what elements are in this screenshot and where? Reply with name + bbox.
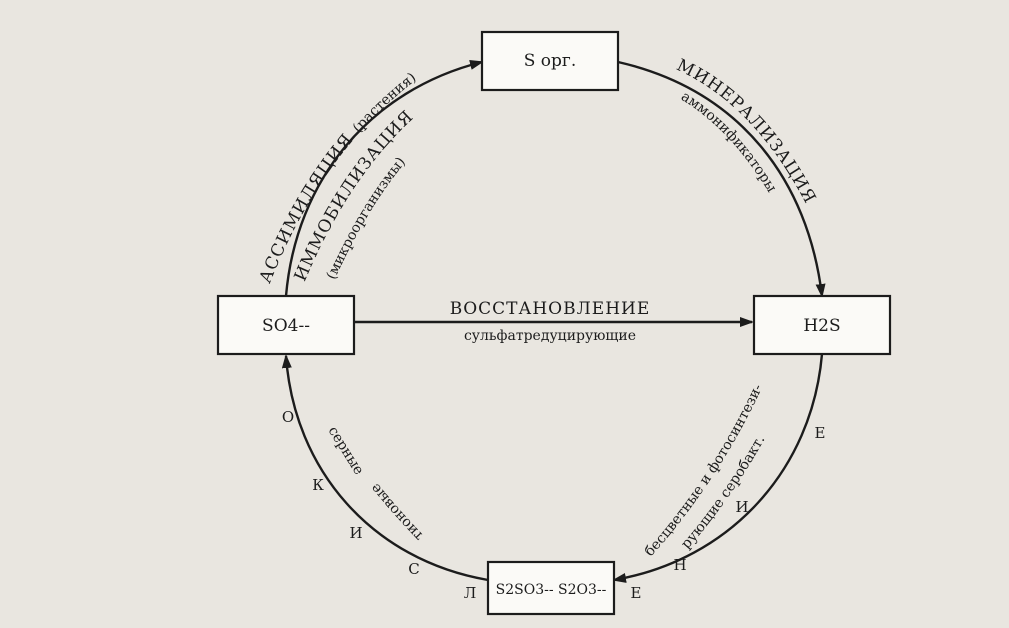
node-h2s: H2S xyxy=(752,294,892,356)
node-sulfate-label: SO4-- xyxy=(262,316,310,336)
oxidation-letter: С xyxy=(408,560,419,578)
sulfur-label: серные xyxy=(325,424,367,478)
reduction-label: ВОССТАНОВЛЕНИЕ xyxy=(450,299,651,319)
oxidation-label: О К И С Л Е Н И Е xyxy=(282,408,826,602)
node-sulfate: SO4-- xyxy=(216,294,356,356)
oxidation-arrow-right xyxy=(612,353,824,583)
sulfur-thionic-label: тионовые xyxy=(368,480,427,544)
mineralization-arrow xyxy=(617,60,826,298)
node-thiosulfate: S2SO3-- S2O3-- xyxy=(486,560,616,616)
reduction-sublabel: сульфатредуцирующие xyxy=(464,328,636,344)
oxidation-letter: О xyxy=(282,408,294,426)
oxidation-arrow-left xyxy=(281,354,489,582)
oxidation-letter: И xyxy=(735,498,748,516)
node-thiosulfate-label: S2SO3-- S2O3-- xyxy=(496,582,607,598)
oxidation-letter: Е xyxy=(631,584,642,602)
assimilation-arrow xyxy=(284,60,484,297)
oxidation-letter: Е xyxy=(815,424,826,442)
oxidation-letter: Л xyxy=(464,584,477,602)
oxidation-letter: К xyxy=(312,476,324,494)
oxidation-letter: И xyxy=(349,524,362,542)
node-h2s-label: H2S xyxy=(803,316,840,336)
oxidation-letter: Н xyxy=(673,556,686,574)
node-s-org: S орг. xyxy=(480,30,620,92)
node-s-org-label: S орг. xyxy=(524,51,576,71)
